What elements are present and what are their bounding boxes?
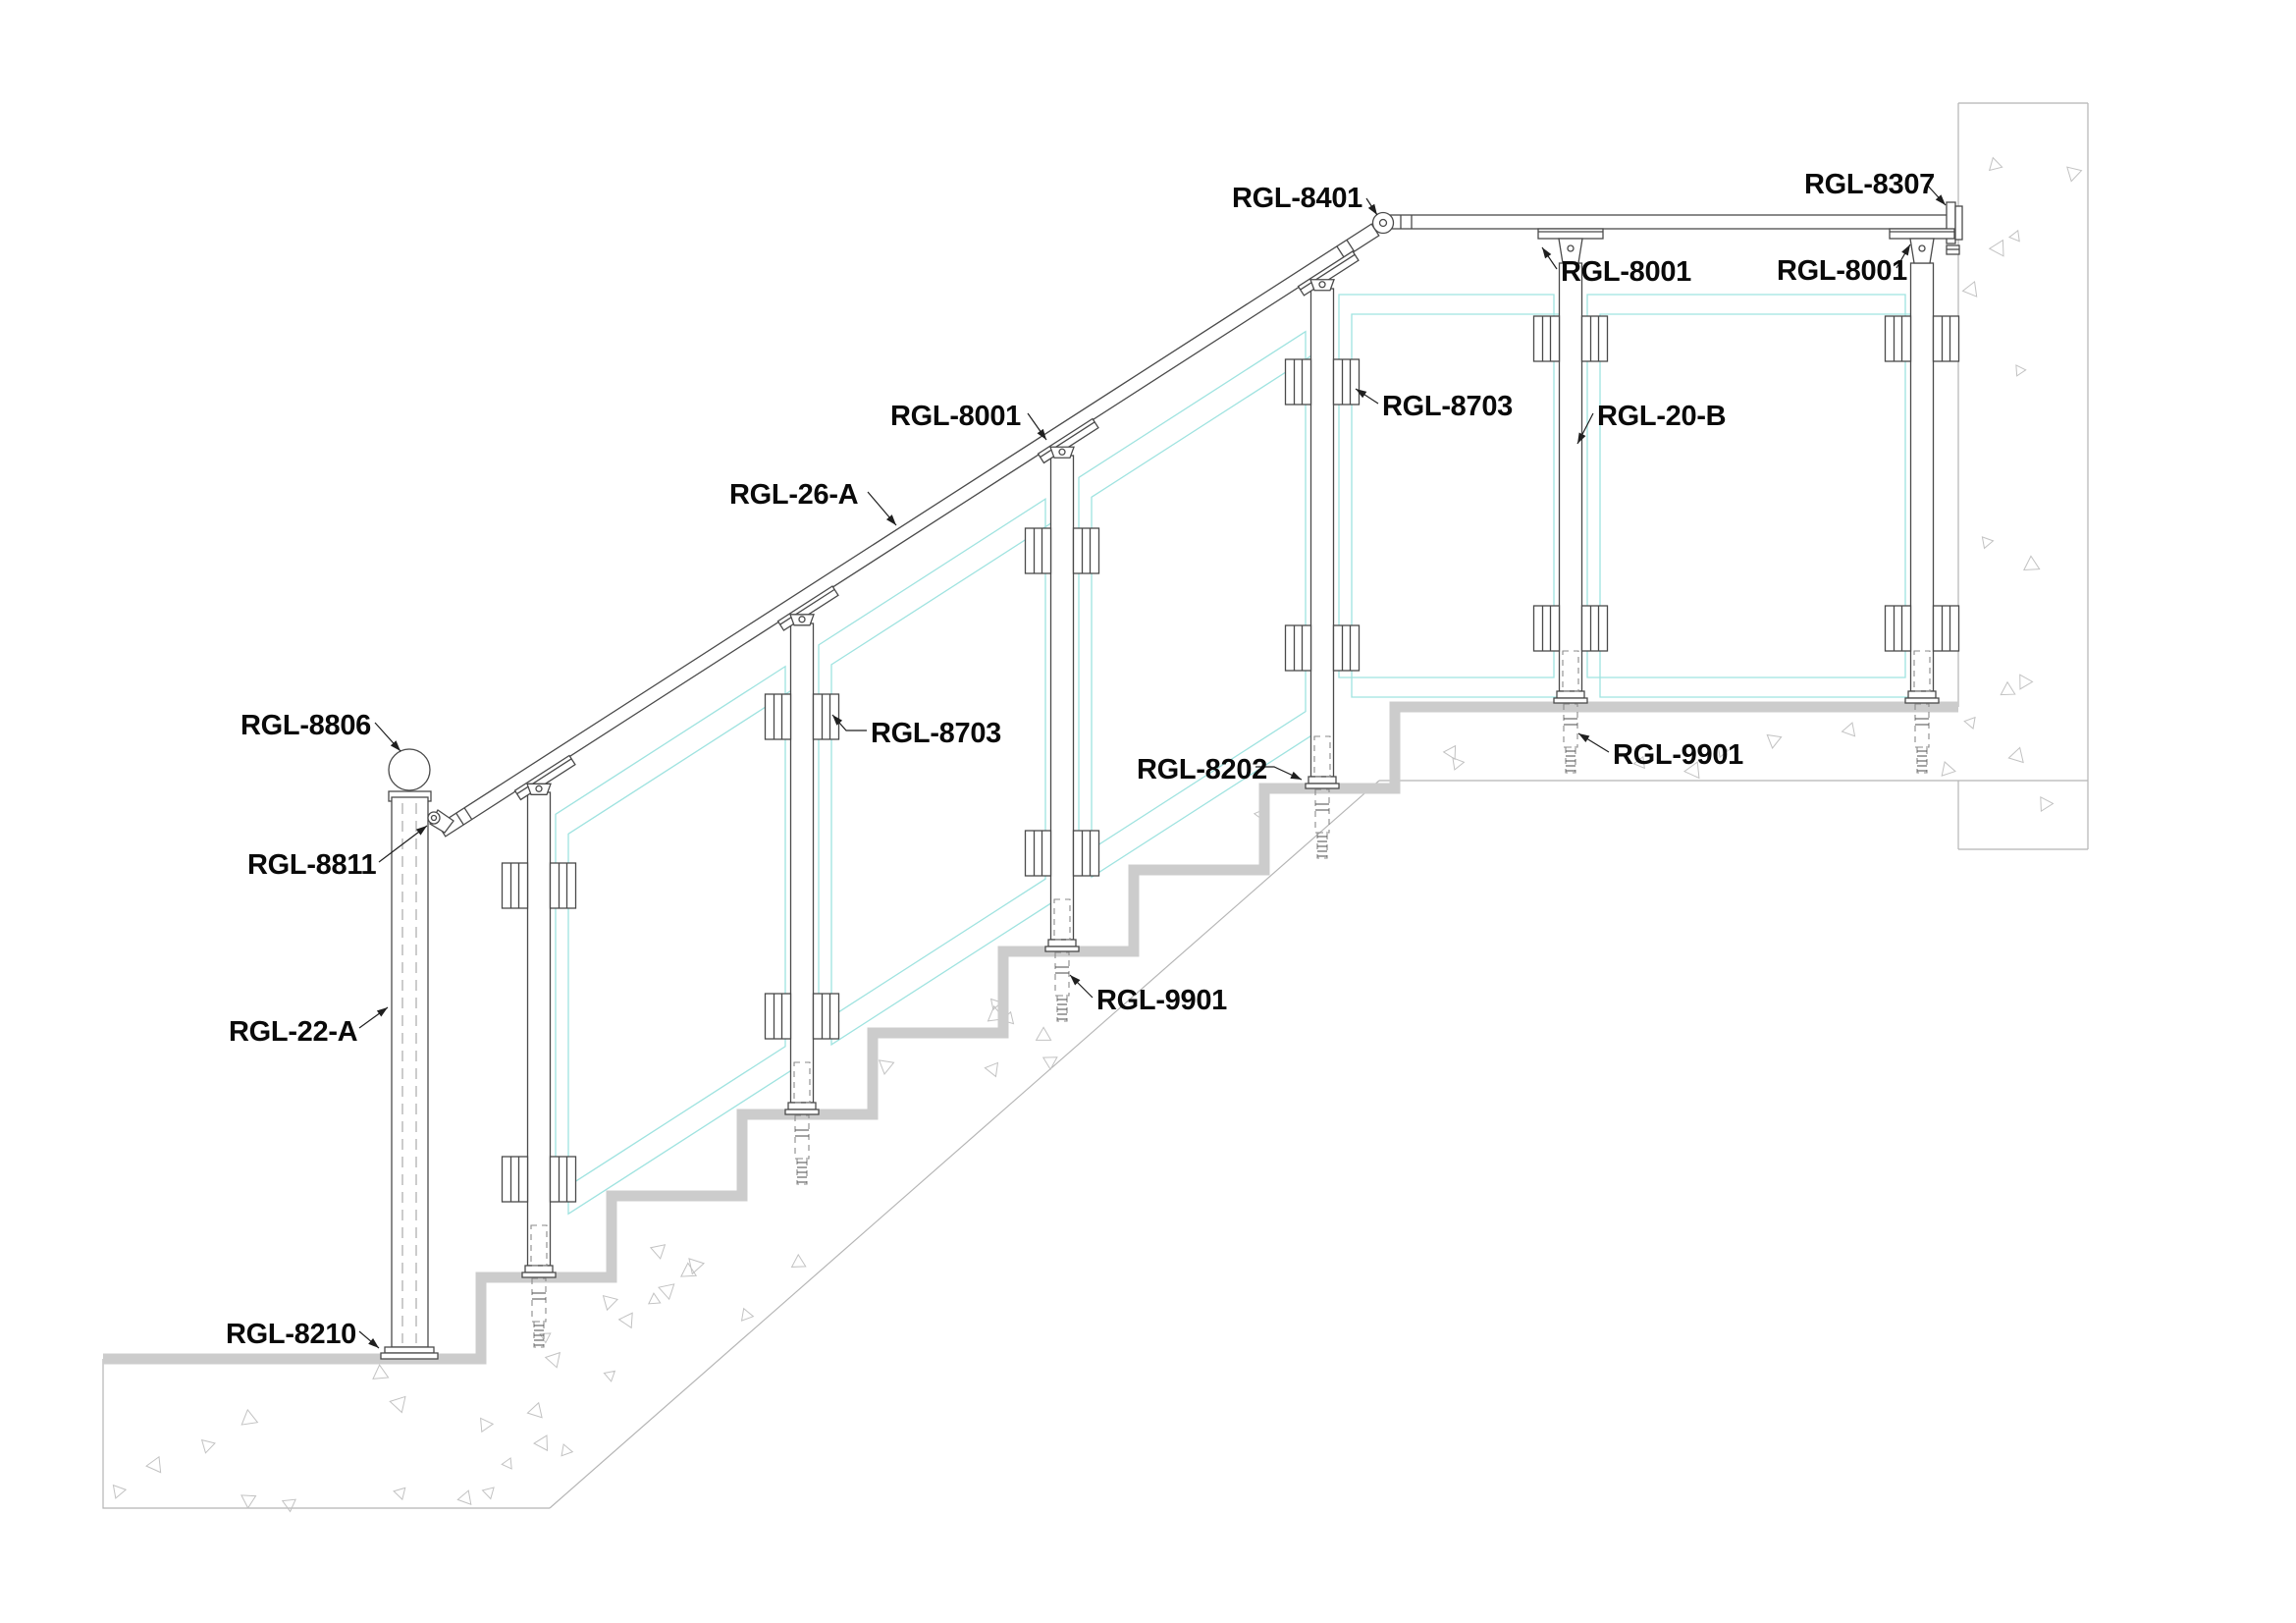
railing-post-rgl-20-b <box>1884 228 1960 774</box>
glass-clamp-rgl-8703 <box>1932 605 1960 652</box>
part-label-rgl-26-a-7: RGL-26-A <box>729 479 859 511</box>
glass-clamp-rgl-8703 <box>1284 358 1312 406</box>
glass-clamp-rgl-8703 <box>764 993 792 1040</box>
glass-clamp-rgl-8703 <box>812 693 840 740</box>
glass-clamp-rgl-8703 <box>1580 605 1609 652</box>
concrete-anchor-rgl-9901 <box>794 1114 810 1185</box>
part-label-rgl-22-a-14: RGL-22-A <box>229 1016 358 1048</box>
part-label-rgl-8210-15: RGL-8210 <box>226 1319 356 1350</box>
part-label-rgl-8811-13: RGL-8811 <box>247 849 377 881</box>
glass-clamp-rgl-8703 <box>1024 527 1052 574</box>
glass-clamp-rgl-8703 <box>764 693 792 740</box>
glass-clamp-rgl-8703 <box>1024 830 1052 877</box>
wall-bracket-rgl-8307 <box>1946 201 1963 255</box>
glass-clamp-rgl-8703 <box>1332 624 1361 672</box>
concrete-anchor-rgl-9901 <box>1054 951 1070 1022</box>
glass-clamp-rgl-8703 <box>549 862 577 909</box>
part-label-rgl-8001-3: RGL-8001 <box>1777 255 1907 287</box>
concrete-anchor-rgl-9901 <box>1563 703 1578 774</box>
post-base-flange-rgl-8202 <box>1308 776 1337 784</box>
part-label-rgl-8703-5: RGL-8703 <box>1382 391 1513 422</box>
elbow-connector-rgl-8401 <box>1371 211 1395 235</box>
saddle-rgl-8001 <box>1889 228 1955 264</box>
part-label-rgl-20-b-6: RGL-20-B <box>1597 401 1726 432</box>
glass-clamp-rgl-8703 <box>1932 315 1960 362</box>
part-label-rgl-8806-12: RGL-8806 <box>240 710 371 741</box>
post-base-flange-rgl-8202 <box>1556 690 1585 699</box>
part-label-rgl-8001-4: RGL-8001 <box>890 401 1021 432</box>
newel-base-flange-rgl-8210 <box>384 1346 435 1354</box>
glass-clamp-rgl-8703 <box>1332 358 1361 406</box>
part-label-rgl-8202-9: RGL-8202 <box>1137 754 1267 785</box>
part-label-rgl-8703-8: RGL-8703 <box>871 718 1001 749</box>
glass-clamp-rgl-8703 <box>1884 605 1912 652</box>
glass-clamp-rgl-8703 <box>549 1156 577 1203</box>
ball-finial-rgl-8806 <box>388 748 431 791</box>
newel-post-rgl-22-a <box>380 748 454 1360</box>
glass-clamp-rgl-8703 <box>1580 315 1609 362</box>
part-label-rgl-8001-2: RGL-8001 <box>1561 256 1691 288</box>
glass-clamp-rgl-8703 <box>1072 830 1100 877</box>
concrete-anchor-rgl-9901 <box>531 1277 547 1348</box>
part-label-rgl-9901-10: RGL-9901 <box>1613 739 1743 771</box>
concrete-outline-layer <box>102 102 2089 1509</box>
part-label-rgl-9901-11: RGL-9901 <box>1096 985 1227 1016</box>
glass-clamp-rgl-8703 <box>1884 315 1912 362</box>
railing-post-rgl-20-b <box>1532 228 1609 774</box>
glass-clamp-rgl-8703 <box>1284 624 1312 672</box>
stair-profile <box>103 701 1958 1365</box>
railing-post-rgl-20 <box>501 754 577 1348</box>
concrete-anchor-rgl-9901 <box>1914 703 1930 774</box>
railing-post-rgl-20 <box>764 585 840 1185</box>
glass-clamp-rgl-8703 <box>501 1156 529 1203</box>
saddle-rgl-8001 <box>1537 228 1604 264</box>
railing-post-rgl-20 <box>1024 417 1100 1022</box>
railing-assembly <box>380 201 1963 1360</box>
part-label-rgl-8307-1: RGL-8307 <box>1804 169 1935 200</box>
glass-clamp-rgl-8703 <box>1532 315 1561 362</box>
part-label-rgl-8401-0: RGL-8401 <box>1232 183 1362 214</box>
railing-post-rgl-20 <box>1284 250 1361 859</box>
glass-clamp-rgl-8703 <box>812 993 840 1040</box>
concrete-anchor-rgl-9901 <box>1314 788 1330 859</box>
post-base-flange-rgl-8202 <box>1047 939 1077 947</box>
post-base-flange-rgl-8202 <box>787 1102 817 1110</box>
post-base-flange-rgl-8202 <box>524 1265 554 1273</box>
glass-clamp-rgl-8703 <box>1072 527 1100 574</box>
leader-lines-layer <box>358 183 1947 1349</box>
glass-clamp-rgl-8703 <box>1532 605 1561 652</box>
glass-clamp-rgl-8703 <box>501 862 529 909</box>
horizontal-handrail <box>1387 214 1949 230</box>
post-base-flange-rgl-8202 <box>1907 690 1937 699</box>
